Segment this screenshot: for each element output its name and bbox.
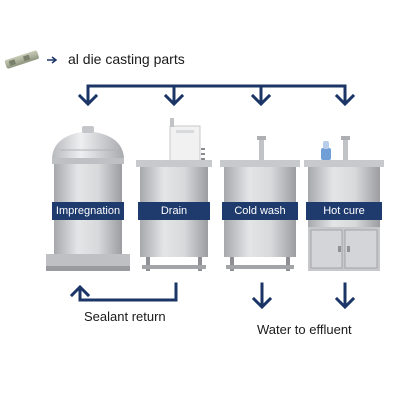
- header-arrow-icon: [47, 56, 58, 64]
- impregnation-tank: [46, 126, 130, 271]
- sealant-return-caption: Sealant return: [84, 309, 166, 324]
- stage-label-cold-wash: Cold wash: [234, 205, 286, 217]
- effluent-arrows: [251, 282, 356, 310]
- drain-label-band: [138, 202, 210, 220]
- stage-label-impregnation: Impregnation: [55, 205, 121, 217]
- drain-tank: [136, 118, 212, 271]
- cold-wash-label-band: [222, 202, 298, 220]
- water-effluent-caption: Water to effluent: [257, 322, 352, 337]
- stage-label-hot-cure: Hot cure: [323, 205, 365, 217]
- header-text: al die casting parts: [68, 51, 185, 67]
- stage-label-drain: Drain: [160, 205, 188, 217]
- hot-cure-label-band: [306, 202, 382, 220]
- hot-cure-tank: [304, 136, 384, 271]
- sealant-return-arrow: [69, 282, 178, 302]
- impregnation-label-band: [52, 202, 124, 220]
- die-cast-part-icon: [4, 50, 39, 69]
- feed-arrows: [77, 84, 356, 107]
